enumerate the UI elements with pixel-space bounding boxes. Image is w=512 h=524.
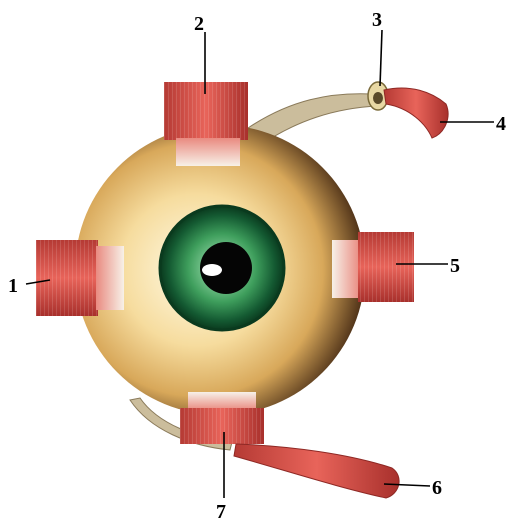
medial-rectus-muscle [332,232,414,302]
pupil-highlight [202,264,222,276]
inferior-rectus-muscle [180,392,264,444]
lateral-rectus-muscle [36,240,124,316]
label-6: 6 [432,477,442,499]
label-1: 1 [8,275,18,297]
leader-3 [380,30,382,86]
superior-oblique-muscle [384,88,448,138]
label-4: 4 [496,113,506,135]
label-2: 2 [194,13,204,35]
superior-rectus-muscle [164,82,248,166]
inferior-oblique-muscle [234,444,399,498]
label-7: 7 [216,501,226,523]
label-3: 3 [372,9,382,31]
label-5: 5 [450,255,460,277]
